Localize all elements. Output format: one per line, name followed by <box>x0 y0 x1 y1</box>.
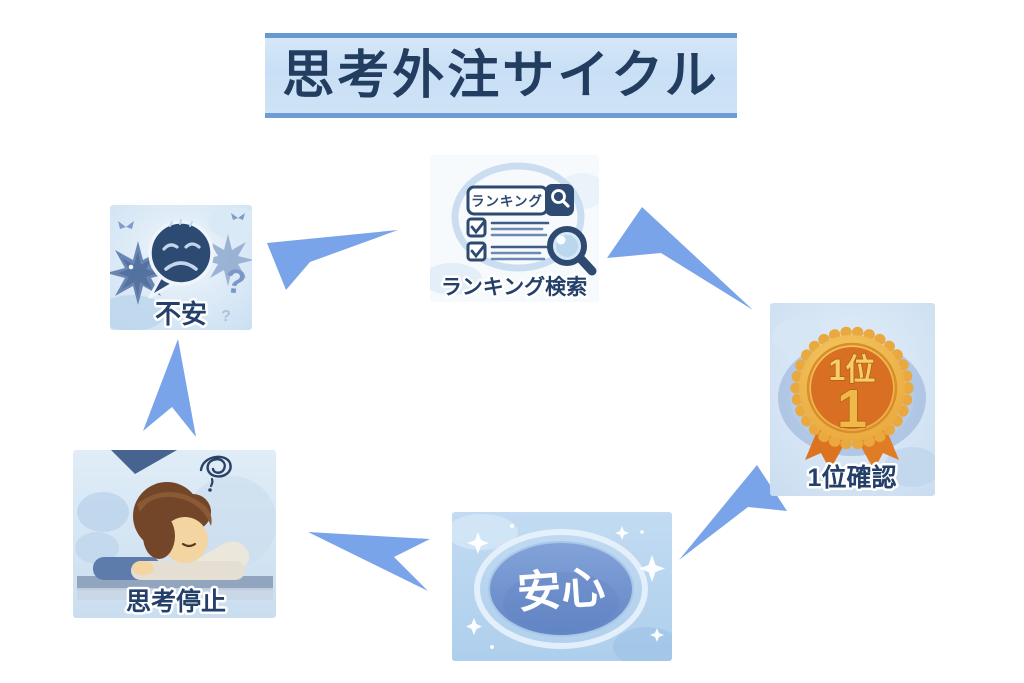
decorative-ring <box>451 162 585 272</box>
relief-label: 安心 <box>516 563 607 618</box>
magnifier-glyph-icon <box>551 189 570 208</box>
sleeping-person-icon <box>77 482 273 600</box>
title-banner: 思考外注サイクル <box>265 33 737 118</box>
faint-circle <box>185 476 276 568</box>
medal-number-text: 1 <box>837 379 867 439</box>
question-mark-icon: ? <box>221 308 231 325</box>
medal-rank-text: 1位 <box>829 353 876 387</box>
node-relief: 安心 <box>452 512 672 661</box>
ranking-search-ui-icon: ランキング <box>466 184 597 276</box>
ranking-search-label: ランキング検索 <box>441 275 587 299</box>
anxiety-label: 不安 <box>155 299 207 329</box>
search-button <box>545 184 574 216</box>
node-thought-stop: 思考停止 <box>73 450 276 618</box>
arrow-relief-to-stop-icon <box>308 532 430 591</box>
butterfly-icon <box>118 213 245 229</box>
watercolor-blob <box>110 295 166 330</box>
watercolor-blob <box>430 263 482 295</box>
large-magnifier-icon <box>547 226 597 276</box>
node-anxiety: ? ? 不安 <box>110 205 252 330</box>
hand <box>132 561 154 575</box>
scribble-thought-icon <box>199 455 232 492</box>
rank-confirm-label: 1位確認 <box>808 463 897 492</box>
worried-face-speech-bubble-icon <box>148 219 214 299</box>
watercolor-blob <box>77 492 129 532</box>
watercolor-blob <box>452 514 518 550</box>
burst-right-shape <box>202 234 252 286</box>
sparkle-icon <box>466 524 665 649</box>
watercolor-blob <box>75 532 119 564</box>
page-title: 思考外注サイクル <box>282 46 720 105</box>
search-query-text: ランキング <box>471 193 543 209</box>
node-ranking-search: ランキング <box>430 155 599 302</box>
checklist-icon <box>466 217 550 262</box>
thought-stop-label: 思考停止 <box>126 587 226 616</box>
watercolor-blob <box>208 207 252 239</box>
hair-side <box>143 513 175 559</box>
dark-wedge-shape <box>111 450 177 474</box>
arrow-anxiety-to-search-icon <box>267 230 398 290</box>
hair-highlight <box>137 492 212 526</box>
arrow-search-to-rank-icon <box>607 207 753 310</box>
arrow-stop-to-anxiety-icon <box>143 339 196 437</box>
first-place-medal-icon: 1位 1 <box>790 326 914 470</box>
node-rank-confirm: 1位 1 1位確認 <box>770 303 935 496</box>
relief-glow-oval-icon <box>474 529 648 649</box>
closed-eye <box>181 542 197 548</box>
